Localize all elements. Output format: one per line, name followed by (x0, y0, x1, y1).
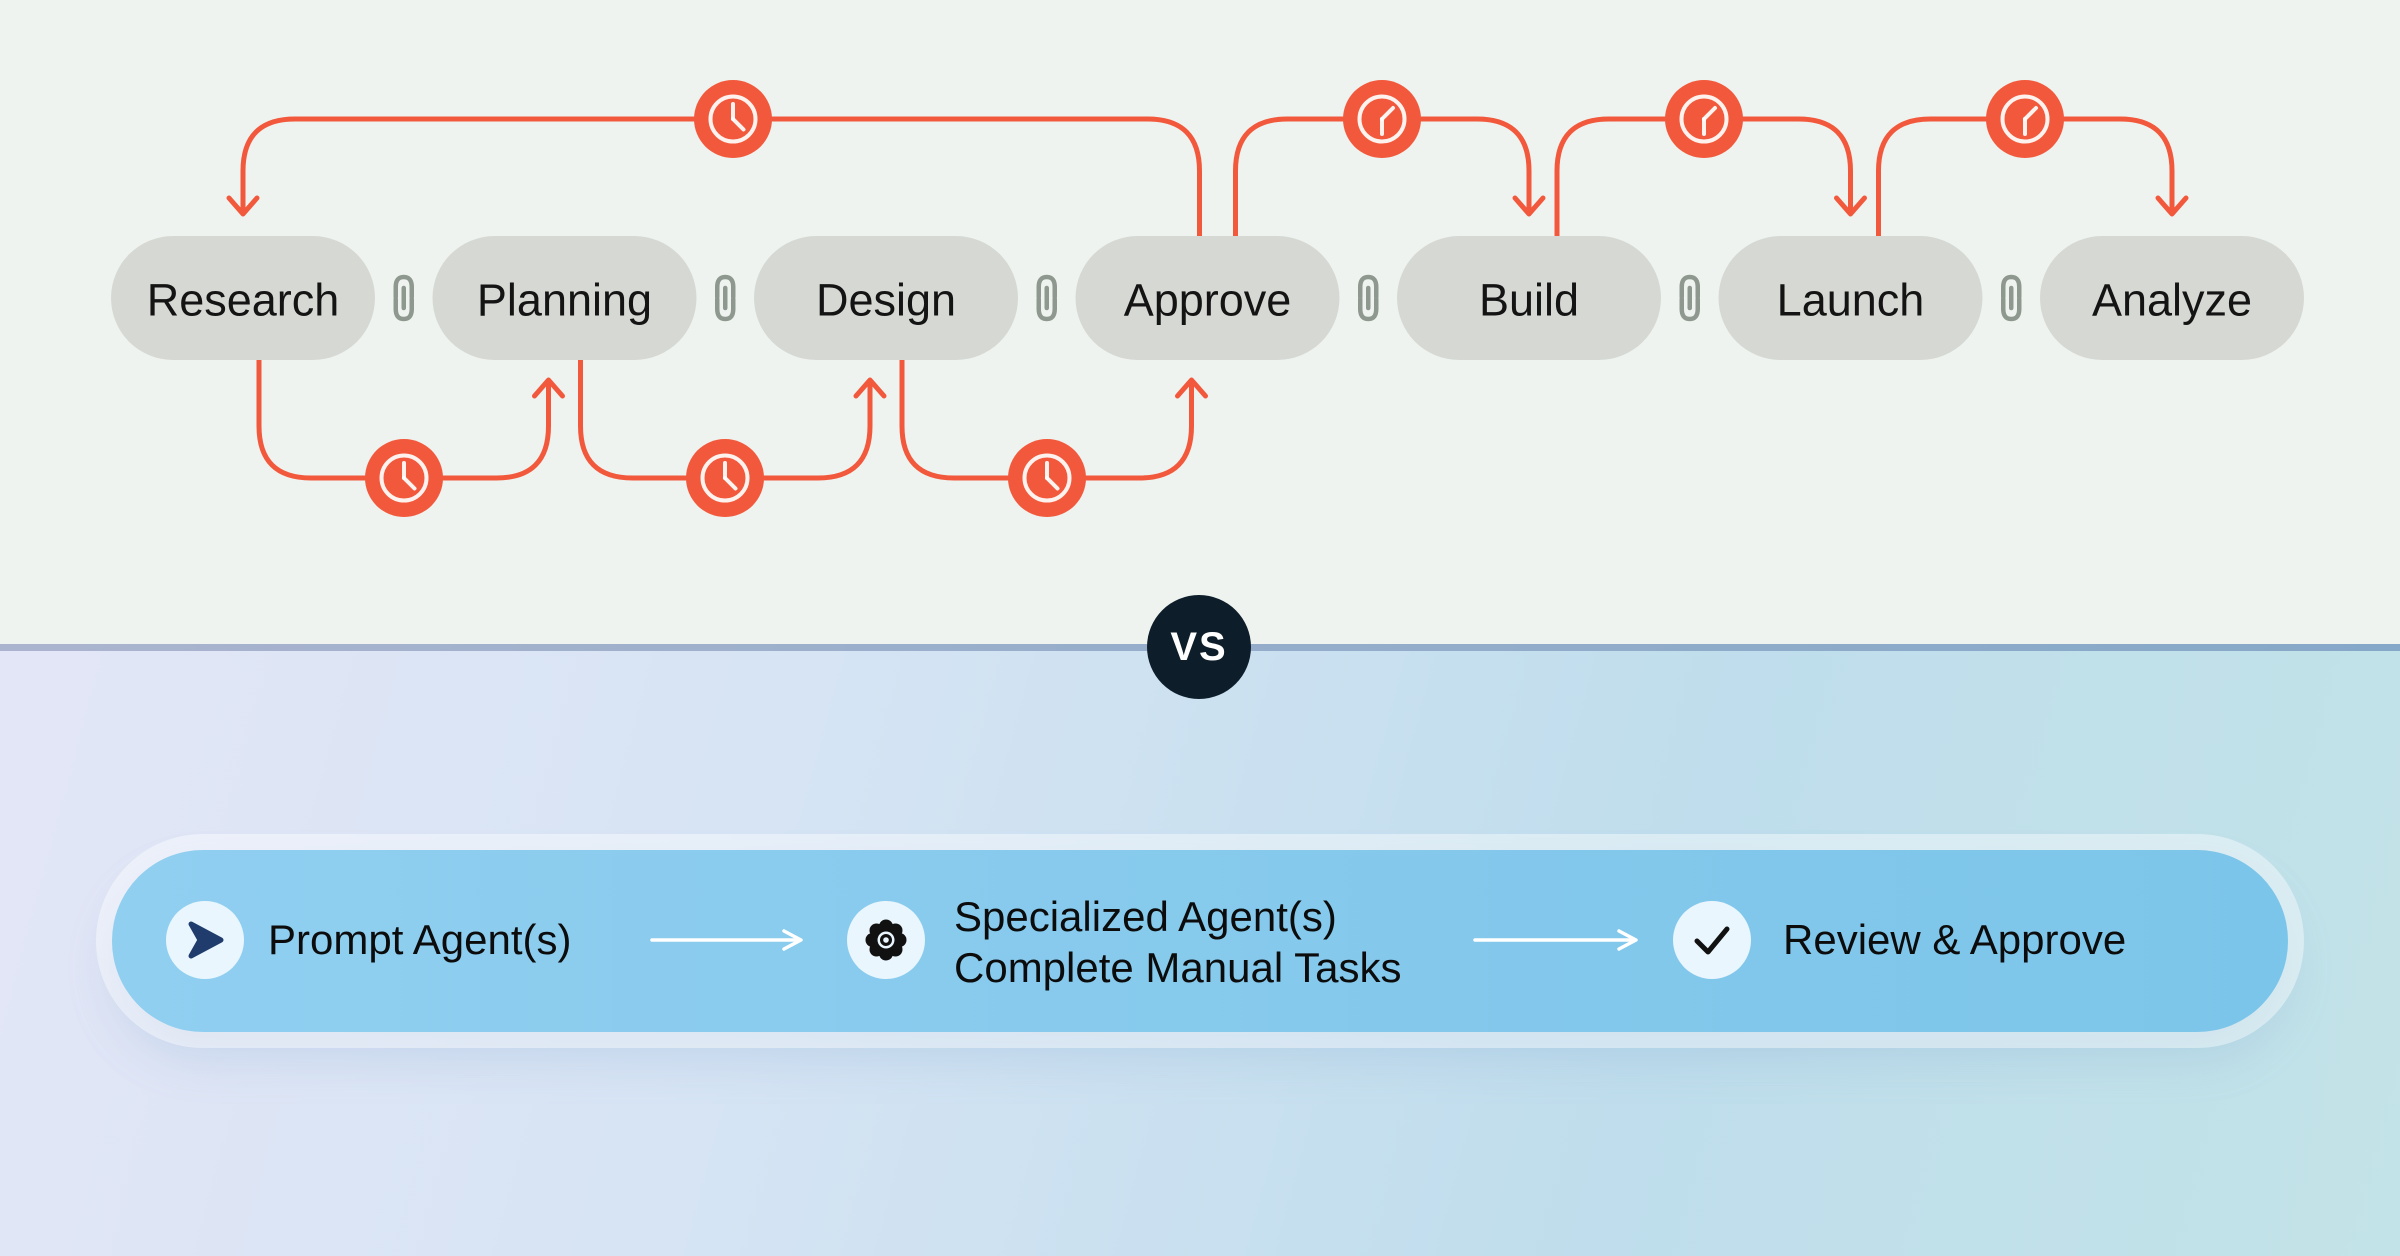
flow-arrow-icon (1473, 929, 1638, 951)
clock-icon (1986, 80, 2064, 158)
arrowhead-down-icon (226, 195, 260, 217)
arrowhead-up-icon (1175, 377, 1208, 399)
chain-link-icon (393, 274, 414, 322)
stage-pill-design (754, 236, 1018, 360)
clock-icon (694, 80, 772, 158)
chain-link-icon (1679, 274, 1700, 322)
stage-pill-approve (1075, 236, 1340, 360)
stage-label-launch: Launch (1777, 275, 1925, 326)
stage-label-design: Design (816, 275, 956, 326)
clock-icon (1343, 80, 1421, 158)
stage-label-planning: Planning (477, 275, 652, 326)
vs-badge-label: VS (1170, 624, 1228, 669)
vs-badge: VS (1147, 595, 1251, 699)
arrowhead-down-icon (1834, 195, 1867, 217)
chain-link-icon (2001, 274, 2022, 322)
traditional-workflow-diagram: Research Planning Design Approve Build Launch… (111, 80, 2304, 517)
chain-link-icon (715, 274, 736, 322)
stage-pill-analyze (2040, 236, 2304, 360)
traditional-workflow-section: Research Planning Design Approve Build Launch… (0, 0, 2400, 647)
flow-arrow-icon (650, 929, 803, 951)
stage-label-analyze: Analyze (2092, 275, 2252, 326)
specialized-agents-label: Specialized Agent(s) Complete Manual Tas… (954, 893, 1402, 991)
stage-label-approve: Approve (1124, 275, 1292, 326)
gear-icon (847, 901, 925, 979)
send-arrow-icon (166, 901, 244, 979)
stage-pill-planning (432, 236, 697, 360)
stage-pill-build (1397, 236, 1661, 360)
stage-label-build: Build (1479, 275, 1579, 326)
arrowhead-up-icon (853, 377, 887, 399)
clock-icon (686, 439, 764, 517)
agent-workflow-bar: Prompt Agent(s) (112, 850, 2288, 1032)
stage-pill-research (111, 236, 375, 360)
check-icon (1673, 901, 1751, 979)
stage-label-research: Research (147, 275, 340, 326)
arrowhead-down-icon (2155, 195, 2189, 217)
chain-link-icon (1358, 274, 1379, 322)
gear-glyph (865, 919, 907, 961)
clock-icon (1008, 439, 1086, 517)
arrowhead-down-icon (1512, 195, 1546, 217)
arrowhead-up-icon (532, 377, 565, 399)
stage-pill-launch (1718, 236, 1983, 360)
chain-link-icon (1036, 274, 1057, 322)
clock-icon (1665, 80, 1743, 158)
review-approve-label: Review & Approve (1783, 916, 2127, 963)
clock-icon (365, 439, 443, 517)
prompt-agents-label: Prompt Agent(s) (268, 916, 572, 963)
